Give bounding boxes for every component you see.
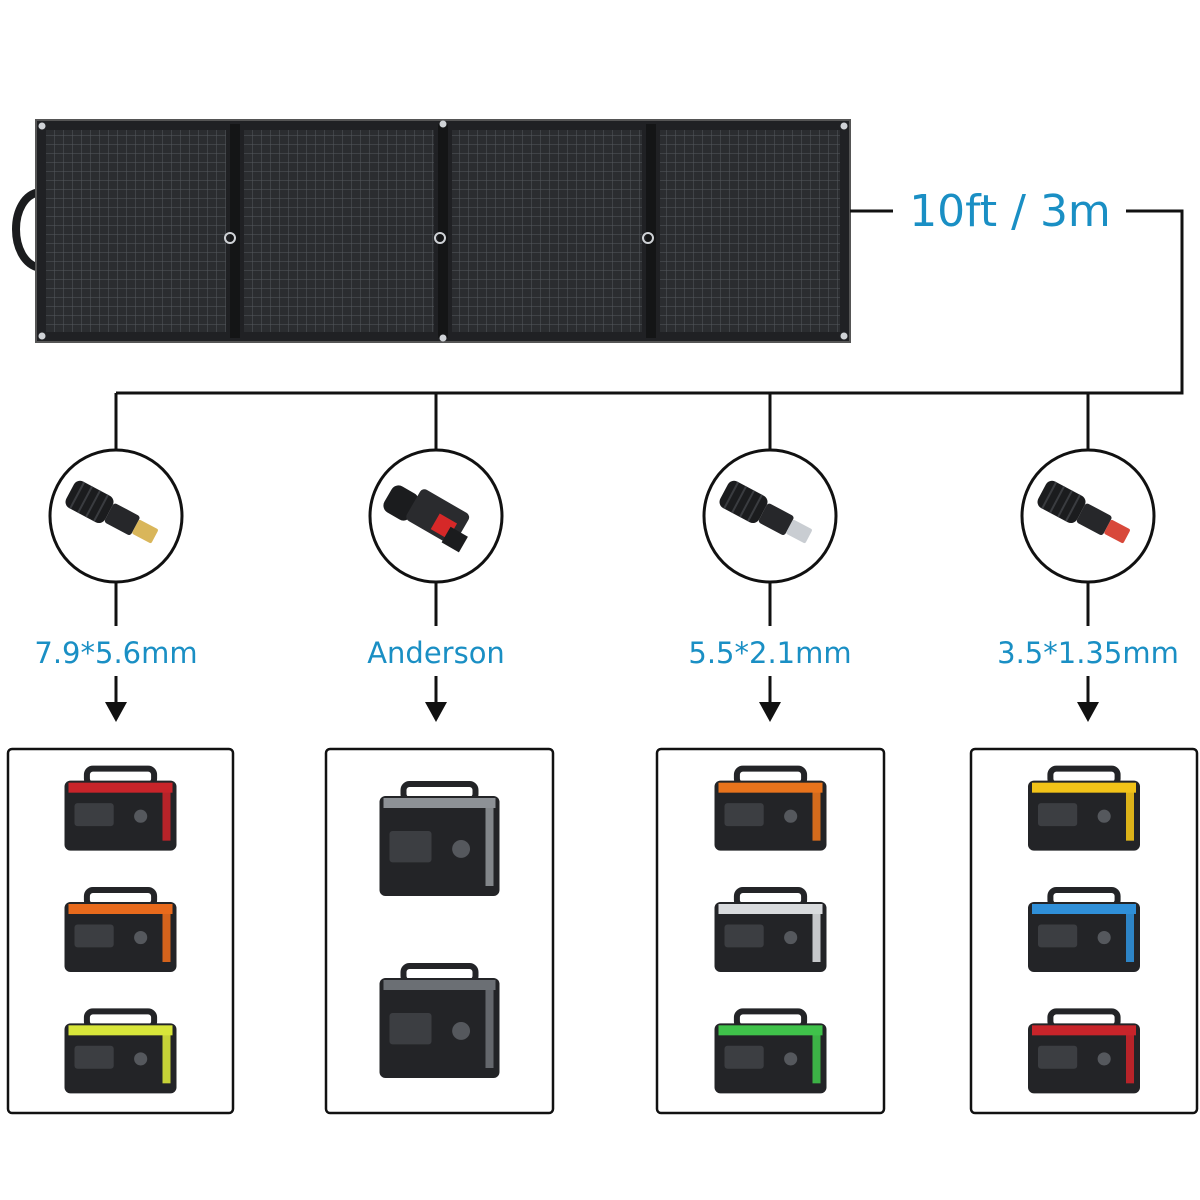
brand-logo-icon: [642, 232, 654, 244]
connector-column: Anderson: [324, 448, 555, 1115]
power-station-icon: [1028, 765, 1140, 851]
connector-column: 3.5*1.35mm: [969, 448, 1199, 1115]
connector-label: 3.5*1.35mm: [997, 636, 1179, 670]
grommet: [840, 122, 848, 130]
arrow-down-icon: [105, 702, 127, 722]
connector-column: 5.5*2.1mm: [655, 448, 886, 1115]
power-station-icon: [1028, 887, 1140, 972]
solar-panel: [12, 119, 851, 343]
cable-length-label: 10ft / 3m: [909, 186, 1111, 237]
power-station-icon: [379, 963, 500, 1078]
power-station-icon: [714, 1008, 827, 1094]
connector-label: 7.9*5.6mm: [34, 636, 197, 670]
barrel-plug-icon: [1037, 480, 1130, 544]
barrel-plug-icon: [719, 480, 812, 544]
power-station-icon: [714, 765, 827, 851]
grommet: [439, 334, 447, 342]
connector-circle: [48, 448, 184, 584]
power-station-icon: [64, 765, 177, 851]
panel-cell-4: [660, 130, 840, 332]
connector-circle: [702, 448, 838, 584]
cable-segment: [116, 209, 1184, 395]
barrel-plug-icon: [65, 480, 158, 544]
anderson-plug-icon: [383, 485, 470, 553]
power-station-icon: [379, 781, 500, 896]
arrow-down-icon: [1077, 702, 1099, 722]
grommet: [439, 120, 447, 128]
cable-lines: [114, 209, 1184, 450]
connector-label: 5.5*2.1mm: [688, 636, 851, 670]
brand-logo-icon: [434, 232, 446, 244]
connector-label: Anderson: [367, 636, 505, 670]
power-station-icon: [1028, 1008, 1140, 1094]
panel-cell-3: [452, 130, 642, 332]
panel-cell-2: [244, 130, 434, 332]
panel-cell-1: [46, 130, 226, 332]
brand-logo-icon: [224, 232, 236, 244]
grommet: [38, 122, 46, 130]
connector-circle: [368, 448, 504, 584]
arrow-down-icon: [425, 702, 447, 722]
connector-column: 7.9*5.6mm: [6, 448, 235, 1115]
power-station-icon: [64, 887, 177, 972]
carry-handle: [12, 188, 42, 272]
arrow-down-icon: [759, 702, 781, 722]
connector-circle: [1020, 448, 1156, 584]
grommet: [38, 332, 46, 340]
power-station-icon: [714, 887, 827, 972]
grommet: [840, 332, 848, 340]
power-station-icon: [64, 1008, 177, 1094]
